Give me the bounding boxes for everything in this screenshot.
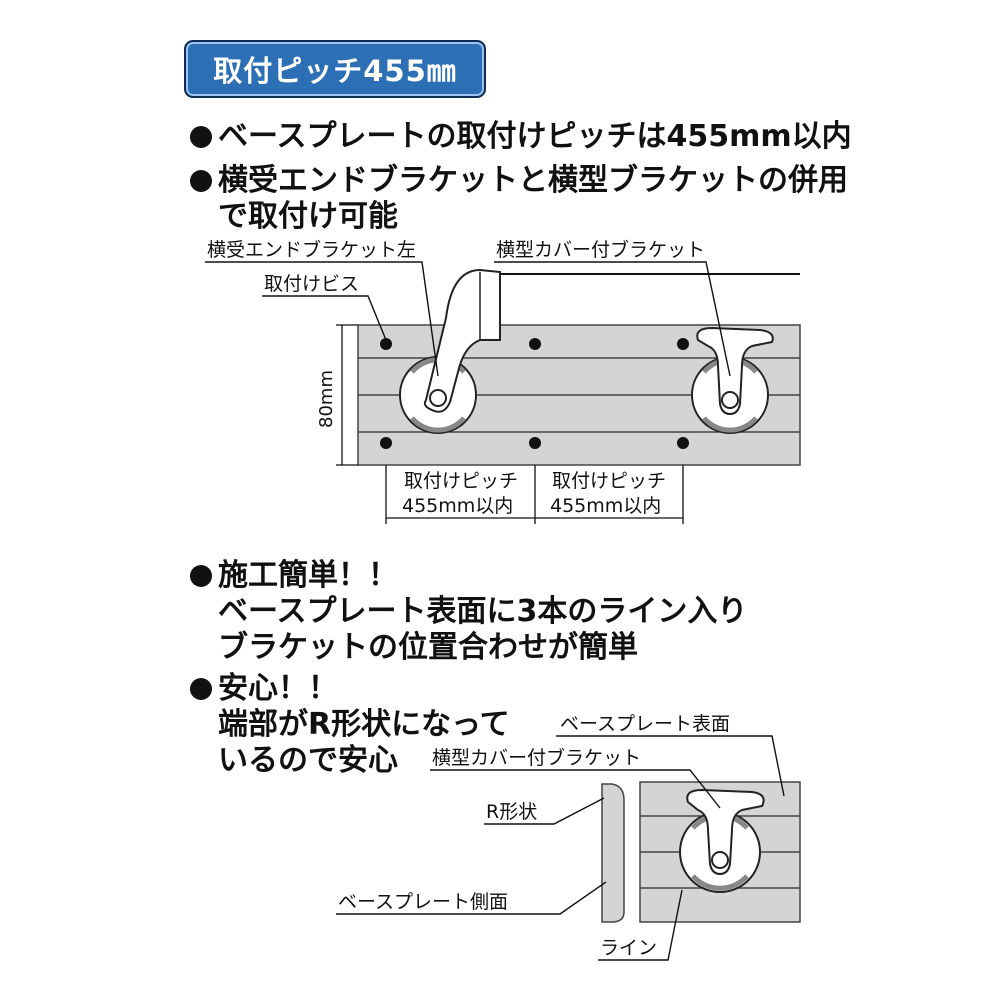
title-badge-text: 取付ピッチ455㎜: [213, 54, 457, 88]
bullet-3: 施工簡単！！: [190, 557, 398, 595]
bullet-4-line-2: 端部がR形状になって: [218, 707, 510, 742]
label-r-shape: R形状: [486, 801, 537, 823]
label-screw: 取付けビス: [264, 273, 359, 295]
diagram-1: 横受エンドブラケット左 取付けビス 横型カバー付ブラケット 80mm 取付けピッ…: [205, 238, 801, 524]
bullet-1-line-1: ベースプレートの取付けピッチは455mm以内: [218, 119, 852, 154]
bullet-dot-icon: [190, 126, 212, 148]
leader-screw: [262, 295, 387, 341]
label-side: ベースプレート側面: [338, 891, 508, 913]
screw-dots: [380, 338, 689, 449]
title-badge: 取付ピッチ455㎜: [184, 40, 486, 98]
bullet-4-line-3: いるので安心: [218, 743, 398, 778]
leader-cover-bracket: [494, 261, 731, 377]
diagram-2: ベースプレート表面 横型カバー付ブラケット R形状 ベースプレート側面 ライン: [336, 713, 801, 961]
leader-r-shape: [484, 797, 605, 825]
pitch-1-line-1: 取付けピッチ: [404, 470, 518, 492]
pitch-1-line-2: 455mm以内: [402, 495, 513, 517]
leader-side: [336, 881, 607, 915]
leader-cover-bracket-2: [430, 769, 721, 809]
label-line: ライン: [600, 937, 657, 959]
label-end-bracket: 横受エンドブラケット左: [207, 238, 416, 261]
bullet-4-line-1: 安心！！: [218, 671, 338, 706]
bullet-4: 安心！！: [190, 670, 338, 708]
label-surface: ベースプレート表面: [560, 713, 730, 735]
label-cover-bracket: 横型カバー付ブラケット: [496, 238, 705, 261]
leader-line: [598, 889, 683, 961]
bullet-3-line-3: ブラケットの位置合わせが簡単: [218, 630, 638, 665]
base-plate-side: [601, 783, 625, 923]
bullet-dot-icon: [190, 565, 212, 587]
screw-icon: [529, 338, 541, 350]
bullet-3-line-2: ベースプレート表面に3本のライン入り: [218, 594, 748, 629]
cover-bracket-2: [679, 788, 765, 893]
end-bracket: [399, 268, 501, 434]
bullet-2: 横受エンドブラケットと横型ブラケットの併用: [190, 162, 848, 200]
screw-icon: [677, 338, 689, 350]
screw-icon: [380, 437, 392, 449]
bullet-3-line-1: 施工簡単！！: [218, 558, 398, 593]
bullet-2-line-2: で取付け可能: [218, 199, 398, 234]
bullet-dot-icon: [190, 170, 212, 192]
leader-surface: [556, 735, 785, 797]
pitch-2-line-2: 455mm以内: [550, 495, 661, 517]
screw-icon: [380, 338, 392, 350]
screw-icon: [677, 437, 689, 449]
label-cover-bracket-2: 横型カバー付ブラケット: [432, 746, 641, 769]
bullet-1: ベースプレートの取付けピッチは455mm以内: [190, 118, 852, 156]
cover-bracket: [691, 326, 774, 434]
pitch-2-line-1: 取付けピッチ: [552, 470, 666, 492]
bullet-2-line-1: 横受エンドブラケットと横型ブラケットの併用: [218, 163, 848, 198]
screw-icon: [529, 437, 541, 449]
bullet-dot-icon: [190, 678, 212, 700]
leader-end-bracket: [205, 261, 439, 377]
label-height: 80mm: [316, 370, 337, 428]
